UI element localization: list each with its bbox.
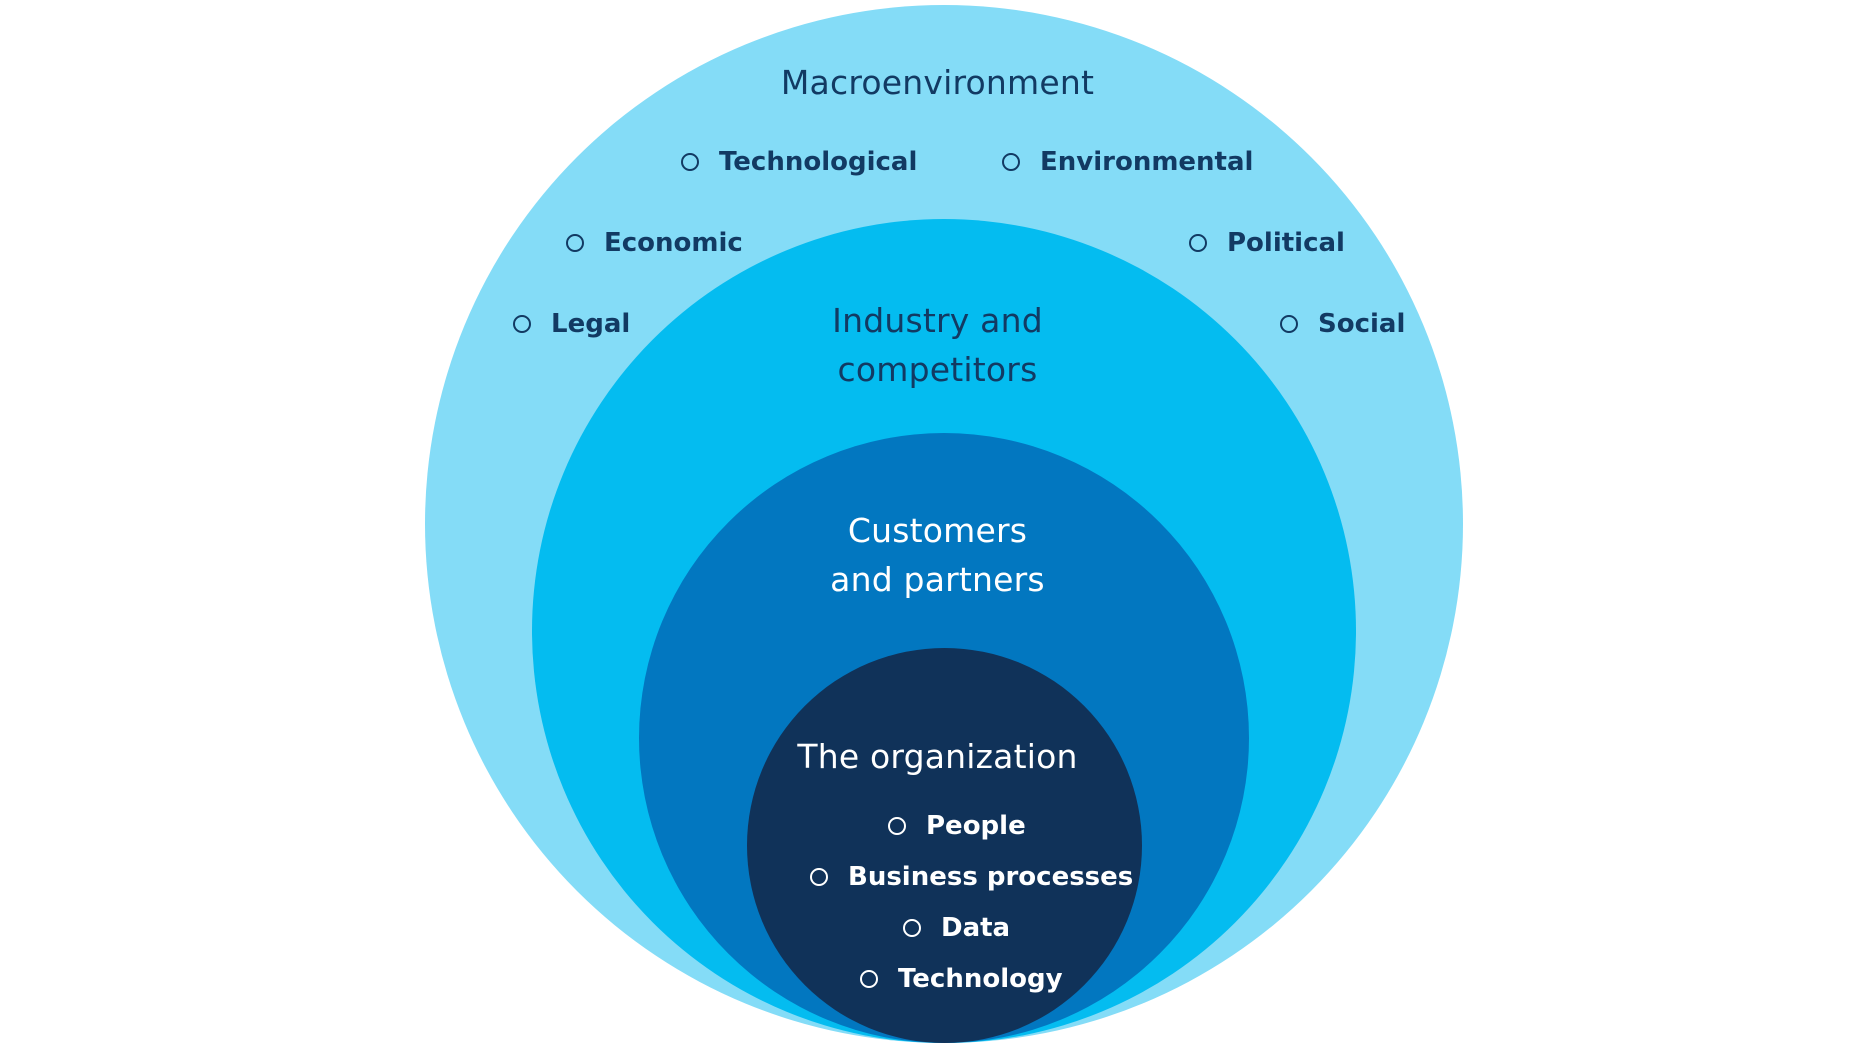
org-item-label: Business processes: [848, 862, 1134, 892]
industry-title: Industry and competitors: [832, 301, 1043, 389]
circle-bullet-icon: [1280, 315, 1298, 333]
circle-bullet-icon: [1189, 234, 1207, 252]
circle-bullet-icon: [903, 919, 921, 937]
macro-item-label: Legal: [551, 309, 631, 339]
macro-item-label: Political: [1227, 228, 1345, 258]
circle-bullet-icon: [681, 153, 699, 171]
circle-bullet-icon: [1002, 153, 1020, 171]
customers-title: Customers and partners: [830, 511, 1045, 599]
organization-title: The organization: [797, 737, 1078, 776]
macroenvironment-title: Macroenvironment: [780, 63, 1095, 102]
circle-bullet-icon: [566, 234, 584, 252]
circle-bullet-icon: [810, 868, 828, 886]
macro-item-social: Social: [1280, 308, 1405, 340]
macro-item-label: Economic: [604, 228, 743, 258]
macro-item-label: Technological: [719, 147, 918, 177]
macro-item-economic: Economic: [566, 227, 743, 259]
org-item-label: Technology: [898, 964, 1063, 994]
macro-item-legal: Legal: [513, 308, 630, 340]
org-item-business-processes: Business processes: [810, 861, 1133, 893]
macro-item-environmental: Environmental: [1002, 146, 1253, 178]
circle-bullet-icon: [860, 970, 878, 988]
circle-bullet-icon: [888, 817, 906, 835]
macro-item-label: Social: [1318, 309, 1406, 339]
organization-circle: [747, 648, 1142, 1043]
org-item-people: People: [888, 810, 1026, 842]
org-item-data: Data: [903, 912, 1010, 944]
circle-bullet-icon: [513, 315, 531, 333]
org-item-label: People: [926, 811, 1026, 841]
org-item-technology: Technology: [860, 963, 1063, 995]
org-item-label: Data: [941, 913, 1011, 943]
macro-item-political: Political: [1189, 227, 1345, 259]
macro-item-technological: Technological: [681, 146, 917, 178]
macro-item-label: Environmental: [1040, 147, 1254, 177]
